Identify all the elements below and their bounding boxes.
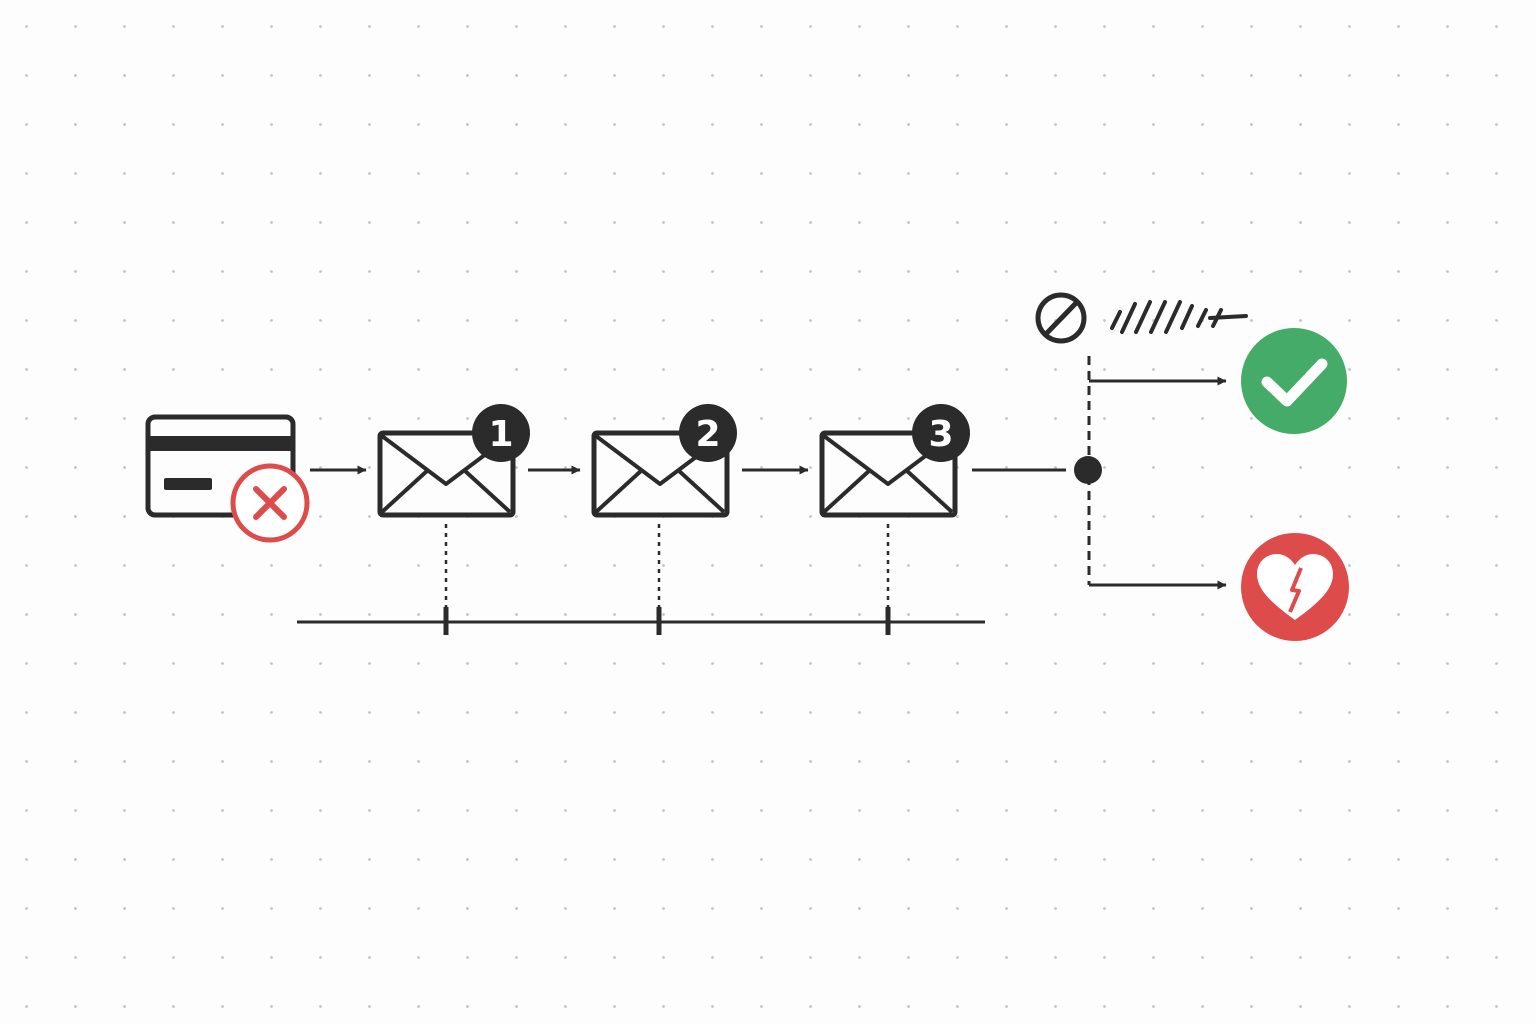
stop-hatch-line xyxy=(1110,300,1248,334)
step-badge xyxy=(472,404,530,462)
envelope-icon-step-1: 1 xyxy=(377,404,530,518)
success-outcome xyxy=(1241,328,1347,434)
envelope-icon-step-2: 2 xyxy=(591,404,737,518)
step-badge-number: 3 xyxy=(928,414,953,455)
broken-heart-icon xyxy=(1257,554,1333,620)
step-badge-number: 2 xyxy=(695,414,720,455)
checkmark-icon xyxy=(1261,358,1328,407)
step-badge xyxy=(912,404,970,462)
declined-x-icon xyxy=(230,463,310,543)
prohibited-icon xyxy=(1035,292,1087,344)
step-badge-number: 1 xyxy=(488,414,513,455)
envelope-icon-step-3: 3 xyxy=(819,404,970,518)
credit-card-declined-icon xyxy=(145,414,310,543)
step-badge xyxy=(679,404,737,462)
timeline xyxy=(297,524,985,635)
churn-outcome xyxy=(1241,533,1349,641)
